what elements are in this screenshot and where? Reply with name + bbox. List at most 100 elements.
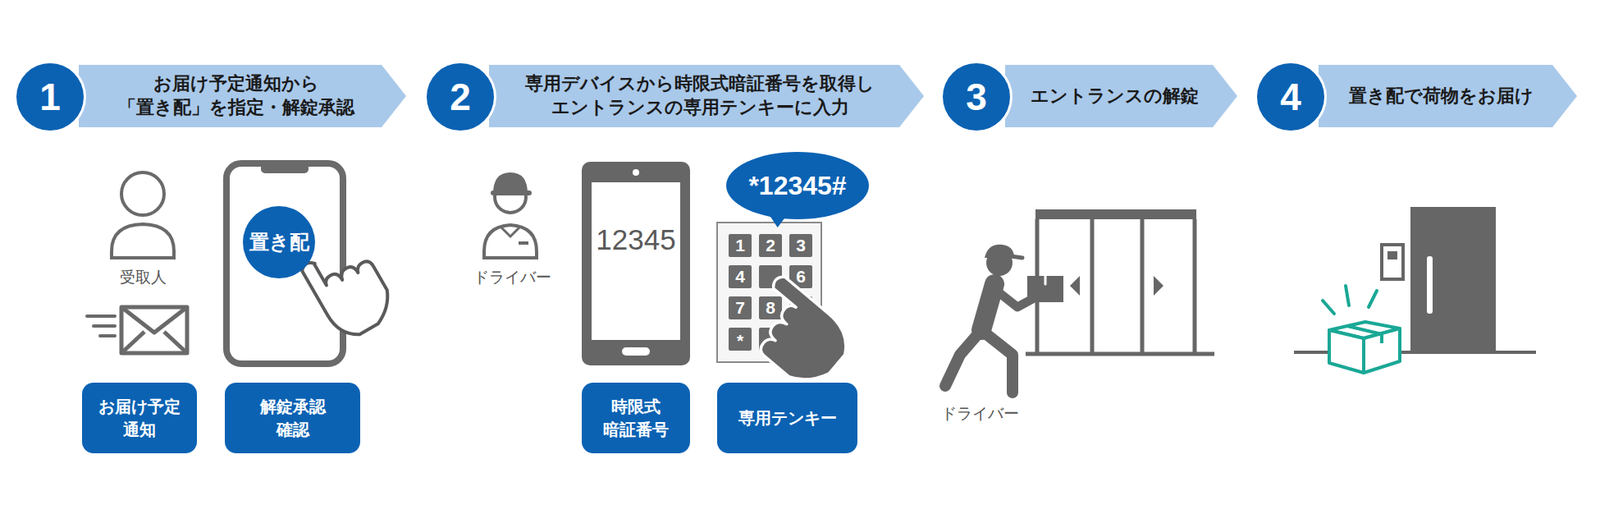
device-icon xyxy=(581,161,691,366)
smartphone-icon xyxy=(226,163,343,364)
node-text: 3 xyxy=(965,74,988,119)
person-icon xyxy=(111,172,174,258)
node-text: 4 xyxy=(1280,74,1302,119)
keypad-panel xyxy=(758,296,782,320)
driver-icon xyxy=(484,172,537,258)
key-label: 4 xyxy=(735,266,746,287)
pressing-hand xyxy=(733,273,859,395)
node-text: 2 xyxy=(449,74,471,119)
device-icon xyxy=(632,169,640,176)
step-number-circle: 4 xyxy=(1257,63,1325,131)
running-driver xyxy=(1044,275,1047,284)
apartment-door xyxy=(1426,256,1433,314)
keypad-panel xyxy=(758,233,782,257)
text-line: 4 xyxy=(1280,74,1302,119)
keypad-panel xyxy=(728,327,752,351)
speech-bubble-outline xyxy=(726,151,869,220)
pointing-hand xyxy=(300,235,400,344)
caption-box: お届け予定 通知 xyxy=(82,382,197,453)
person-icon xyxy=(121,172,165,215)
apartment-door xyxy=(1410,206,1496,352)
keypad-panel xyxy=(728,265,752,288)
text-line: 通知 xyxy=(98,417,181,441)
key-label: 1 xyxy=(735,235,746,256)
pressing-hand xyxy=(733,273,859,395)
keypad-panel xyxy=(789,233,813,257)
device-screen: 12345 xyxy=(591,182,681,340)
device-icon xyxy=(621,347,650,356)
running-driver xyxy=(981,329,1013,393)
text-line: 「置き配」を指定・解錠承認 xyxy=(118,96,355,120)
key-label: 7 xyxy=(735,297,746,318)
entrance-door xyxy=(1025,219,1215,354)
parcel-box xyxy=(1347,325,1382,343)
step-number-circle: 3 xyxy=(942,63,1011,131)
smartphone-icon xyxy=(226,163,343,364)
text-line: 2 xyxy=(449,74,471,119)
person-label: 受取人 xyxy=(119,266,167,288)
node-text: お届け予定 通知 xyxy=(98,394,181,441)
key-label: 6 xyxy=(795,266,806,287)
step-arrow-band-outline xyxy=(78,64,407,128)
text-line: 時限式 xyxy=(603,394,669,418)
node-text: 解錠承認 確認 xyxy=(260,394,326,441)
speed-lines xyxy=(86,315,115,336)
key-label: 8 xyxy=(765,297,776,318)
node-text: *12345# xyxy=(748,170,846,202)
text-line: 置き配で荷物をお届け xyxy=(1348,84,1534,109)
step-arrow-band: 専用デバイスから時限式暗証番号を取得し エントランスの専用テンキーに入力 xyxy=(489,64,924,128)
key-label: 3 xyxy=(795,235,806,256)
text-line: 1 xyxy=(39,74,61,119)
text-line: エントランスの専用テンキーに入力 xyxy=(525,96,875,120)
text-line: *12345# xyxy=(748,170,846,202)
running-driver xyxy=(945,244,1064,393)
caption-box: 解錠承認 確認 xyxy=(224,382,361,453)
speed-lines xyxy=(100,333,115,338)
person-icon xyxy=(111,224,174,258)
driver-icon xyxy=(500,226,521,237)
caption-box: 専用テンキー xyxy=(717,382,858,453)
key-label: * xyxy=(736,330,744,351)
pointing-hand xyxy=(300,235,400,344)
entrance-door xyxy=(1090,219,1095,352)
text-line: 確認 xyxy=(260,417,326,441)
node-text: 専用デバイスから時限式暗証番号を取得し エントランスの専用テンキーに入力 xyxy=(525,72,875,119)
node-text: 時限式 暗証番号 xyxy=(603,394,669,441)
key-label: 2 xyxy=(765,235,776,256)
step-number-circle: 2 xyxy=(426,63,494,131)
envelope-icon xyxy=(121,306,188,353)
sparkle-lines xyxy=(1322,300,1335,314)
sparkle-lines xyxy=(1345,285,1349,306)
envelope-icon xyxy=(121,331,188,353)
text-line: 専用デバイスから時限式暗証番号を取得し xyxy=(525,72,875,96)
speed-lines xyxy=(93,324,115,328)
apartment-door xyxy=(1387,251,1398,260)
step-arrow-band: 置き配で荷物をお届け xyxy=(1318,64,1578,128)
speed-lines xyxy=(86,314,115,318)
driver-icon xyxy=(490,190,532,196)
text-line: 解錠承認 xyxy=(260,394,326,418)
entrance-door xyxy=(1153,275,1164,296)
text-line: 置き配 xyxy=(249,228,310,256)
parcel-box xyxy=(1329,329,1364,373)
smartphone-icon xyxy=(260,163,309,174)
step-number-circle: 1 xyxy=(16,63,84,131)
text-line: 専用テンキー xyxy=(738,406,837,430)
text-line: エントランスの解錠 xyxy=(1030,84,1199,109)
step-arrow-band-outline xyxy=(1005,64,1238,128)
step-arrow-band-outline xyxy=(1318,64,1578,128)
driver-icon xyxy=(518,241,529,245)
node-text: 置き配 xyxy=(249,228,310,256)
text-line: お届け予定通知から xyxy=(118,72,355,96)
driver-icon xyxy=(484,224,537,258)
step-arrow-band: エントランスの解錠 xyxy=(1005,64,1238,128)
person-label: ドライバー xyxy=(941,402,1020,425)
keypad-panel xyxy=(728,296,752,320)
node-text: 1 xyxy=(39,74,61,119)
text-line: お届け予定 xyxy=(98,394,181,418)
sparkle-lines xyxy=(1368,290,1377,307)
entrance-door xyxy=(1069,275,1080,296)
speech-bubble: *12345# xyxy=(726,151,869,220)
envelope-icon xyxy=(121,306,188,333)
